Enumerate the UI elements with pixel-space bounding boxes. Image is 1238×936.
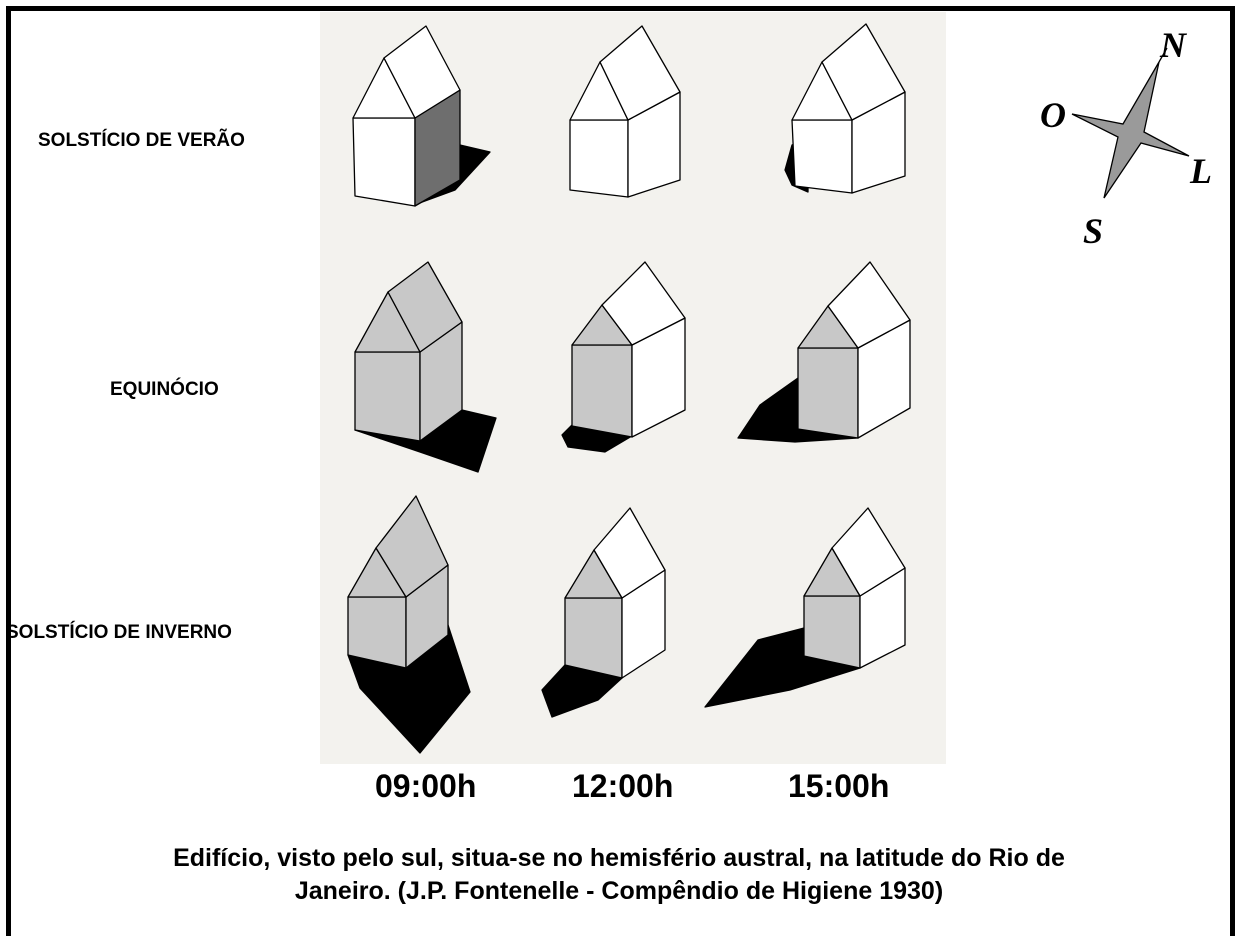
house-equinox-1200-front-wall (571, 344, 633, 438)
house-winter-0900 (347, 495, 471, 754)
house-summer-1500 (784, 23, 906, 194)
house-winter-1500-front-wall (803, 595, 861, 669)
caption-line-1: Edifício, visto pelo sul, situa-se no he… (173, 844, 1065, 872)
row-label-summer-solstice: SOLSTÍCIO DE VERÃO (38, 130, 245, 151)
house-winter-0900-front-wall (347, 596, 407, 669)
compass-rose (1071, 47, 1190, 199)
house-equinox-1500 (737, 261, 911, 443)
house-summer-1500-roof (821, 23, 906, 121)
house-winter-1200 (541, 507, 666, 718)
time-label-1200: 12:00h (572, 768, 674, 804)
house-summer-1200 (569, 25, 681, 198)
row-label-equinox: EQUINÓCIO (110, 379, 219, 400)
figure-frame (6, 6, 1235, 936)
row-label-winter-solstice: SOLSTÍCIO DE INVERNO (6, 622, 232, 643)
house-equinox-1500-front-wall (797, 347, 859, 439)
house-summer-1200-front-wall (569, 119, 629, 198)
house-equinox-1500-roof (827, 261, 911, 349)
house-summer-1200-roof (599, 25, 681, 121)
time-label-0900: 09:00h (375, 768, 477, 804)
compass-south-label: S (1083, 211, 1104, 251)
house-equinox-0900-front-wall (354, 351, 421, 442)
house-summer-0900-roof (383, 25, 461, 119)
house-winter-1500-roof (831, 507, 906, 597)
compass-star (1071, 61, 1190, 199)
compass-north-label: N (1160, 25, 1186, 65)
house-equinox-0900-roof (387, 261, 463, 353)
house-equinox-1200-roof (601, 261, 686, 346)
caption-line-2: Janeiro. (J.P. Fontenelle - Compêndio de… (294, 877, 944, 905)
house-winter-1200-roof (593, 507, 666, 599)
house-winter-1500 (704, 507, 906, 708)
time-label-1500: 15:00h (788, 768, 890, 804)
compass-west-label: O (1040, 95, 1066, 135)
house-winter-0900-roof (375, 495, 449, 598)
house-summer-1500-front-wall (791, 119, 853, 194)
house-summer-0900 (352, 25, 491, 207)
house-equinox-0900 (354, 261, 497, 473)
compass-east-label: L (1190, 151, 1212, 191)
figure-caption: Edifício, visto pelo sul, situa-se no he… (40, 842, 1198, 908)
house-winter-1200-front-wall (564, 597, 623, 679)
house-summer-0900-front-wall (352, 117, 416, 207)
house-equinox-1200 (561, 261, 686, 453)
